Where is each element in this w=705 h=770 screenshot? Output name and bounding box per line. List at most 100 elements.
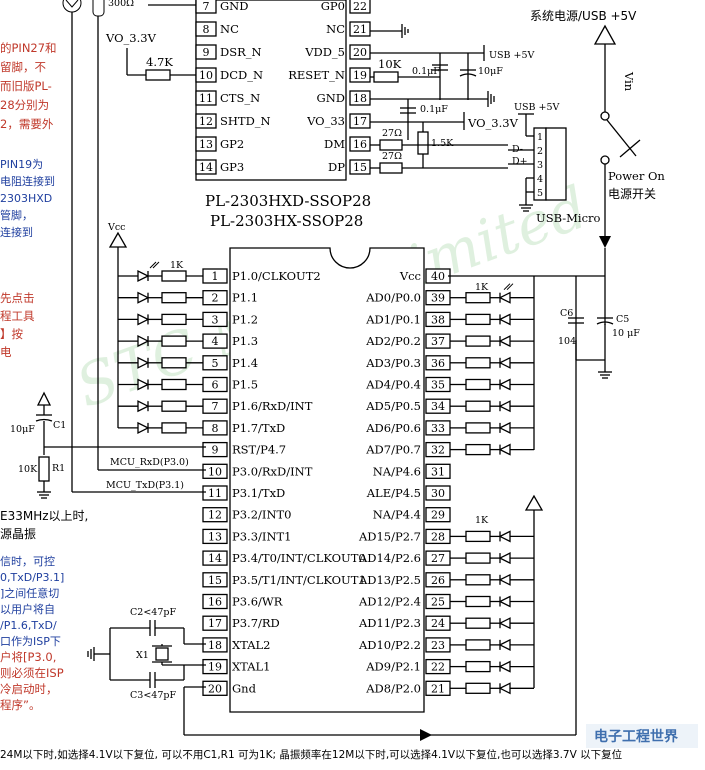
c1-val-label: 10μF (10, 424, 35, 435)
mcu-pin-num: 24 (431, 617, 445, 630)
mcu-pin-num: 39 (431, 292, 445, 305)
usb-pin-num-box (195, 21, 217, 37)
mcu-pin-name: P1.3 (232, 334, 258, 348)
mcu-pin-num: 7 (212, 400, 219, 413)
led-resistor (161, 357, 187, 369)
led-diode (498, 378, 511, 391)
mcu-pin-name: P3.7/RD (232, 616, 280, 630)
mcu-pin-num-box (202, 441, 228, 458)
usb-pin-num-box (349, 21, 371, 37)
led-diode (498, 573, 511, 586)
usb-pin-num: 7 (203, 0, 210, 13)
mcu-pin-name: P3.4/T0/INT/CLKOUT0 (232, 551, 366, 565)
mcu-pin-num: 38 (431, 313, 445, 326)
usb-pin-num: 18 (353, 92, 367, 105)
mcu-pin-num: 14 (208, 552, 222, 565)
mcu-txd-label: MCU_TxD(P3.1) (106, 480, 184, 491)
mcu-pin-num: 4 (212, 335, 219, 348)
mcu-pin-name: ALE/P4.5 (366, 486, 421, 500)
mcu-pin-num: 27 (431, 552, 445, 565)
mcu-rxd-label: MCU_RxD(P3.0) (110, 457, 189, 468)
mcu-pin-num: 33 (431, 422, 445, 435)
led-resistor (465, 313, 491, 326)
mcu-pin-name: XTAL2 (232, 638, 271, 652)
note-red-mid: 程工具 (0, 309, 35, 323)
r4k7-label: 4.7K (146, 55, 173, 69)
led-resistor (161, 400, 187, 412)
led-diode (498, 400, 511, 413)
usb-pin-name: GP2 (220, 137, 244, 151)
usb-pin-num: 14 (199, 161, 213, 174)
mcu-pin-num: 22 (431, 661, 445, 674)
mcu-pin-num: 13 (208, 530, 222, 543)
led-resistor (465, 682, 491, 694)
note-red-low: 程序”。 (0, 698, 40, 712)
mcu-pin-name: Gnd (232, 681, 257, 695)
uart-links: MCU_RxD(P3.0) MCU_TxD(P3.1) (71, 425, 206, 493)
r15k-label: 1.5K (431, 138, 454, 149)
led-diode (498, 443, 511, 456)
led-diode (137, 400, 150, 413)
power-title: 系统电源/USB +5V (530, 9, 637, 23)
vo33-right-label: VO_3.3V (467, 116, 519, 130)
note-red-top: 的PIN27和 (0, 41, 57, 55)
mcu-pin-name: P3.5/T1/INT/CLKOUT1 (232, 573, 366, 587)
c01u-a-label: 0.1μF (412, 66, 440, 77)
led-diode (137, 421, 150, 434)
mcu-pin-name: P1.0/CLKOUT2 (232, 269, 321, 283)
led-resistor (465, 335, 491, 347)
usb-pin-num: 12 (199, 115, 213, 128)
usb-right-network: USB +5V 10K 0.1μF 10μF 0.1μF VO_3.3V 1.5… (370, 24, 601, 225)
note-red-top: 而旧版PL- (0, 79, 52, 93)
mcu-pin-num: 3 (212, 313, 219, 326)
p1-vcc: Vcc 1K (107, 222, 184, 428)
usb-connector-label: USB-Micro (536, 211, 601, 225)
usb-pin-num: 15 (353, 161, 367, 174)
usb-pin-num: 10 (199, 69, 213, 82)
port-led-labels: 1K 1K (475, 276, 544, 688)
mcu-pin-name: AD1/P0.1 (365, 312, 421, 326)
note-red-mid: 电 (0, 345, 12, 359)
mcu-pin-num: 15 (208, 574, 222, 587)
mcu-pin-name: AD6/P0.6 (365, 421, 421, 435)
usb-pin-num-box (195, 159, 217, 175)
mcu-pin-num: 5 (212, 357, 219, 370)
c1-label: C1 (53, 420, 66, 431)
led-diode (137, 291, 150, 304)
vin-label: Vin (622, 71, 636, 92)
led-resistor (465, 617, 491, 629)
mcu-pin-num: 31 (431, 465, 445, 478)
led-diode (137, 378, 150, 391)
mcu-pin-name: P1.7/TxD (232, 421, 285, 435)
mcu-pin-num: 16 (208, 596, 222, 609)
r1k-p0-label: 1K (475, 282, 489, 293)
mcu-pin-num: 28 (431, 530, 445, 543)
note-blue-low: 以用户将自 (0, 602, 55, 616)
led-resistor (465, 422, 491, 434)
dplus-label: D+ (512, 156, 528, 167)
led-diode (498, 682, 511, 695)
mcu-pin-name: P3.2/INT0 (232, 508, 292, 522)
note-black-mid: E33MHz以上时, (0, 509, 88, 523)
usb-pin-name: DSR_N (220, 45, 262, 59)
mcu-pin-num: 17 (208, 617, 222, 630)
mcu-pin-num: 9 (212, 444, 219, 457)
usb-pin-num-box (349, 113, 371, 129)
mcu-pin-name: AD10/P2.2 (358, 638, 421, 652)
mcu-pin-num: 6 (212, 379, 219, 392)
usb5v-b-label: USB +5V (514, 102, 560, 113)
mcu-pin-num-box (202, 615, 228, 631)
r1k-p2-label: 1K (475, 515, 489, 526)
mcu-pin-name: AD5/P0.5 (365, 399, 421, 413)
usb-pin-num: 22 (353, 0, 367, 13)
mcu-pin-num-box (425, 463, 451, 479)
usb-pin-num: 13 (199, 138, 213, 151)
note-red-top: 2，需要外 (0, 117, 54, 131)
led-resistor (161, 335, 187, 347)
led-resistor (161, 313, 187, 326)
led-resistor (465, 443, 491, 456)
mcu-pin-name: AD3/P0.3 (365, 356, 421, 370)
mcu-pin-name: AD9/P2.1 (365, 660, 421, 674)
mcu-pin-num: 18 (208, 639, 222, 652)
